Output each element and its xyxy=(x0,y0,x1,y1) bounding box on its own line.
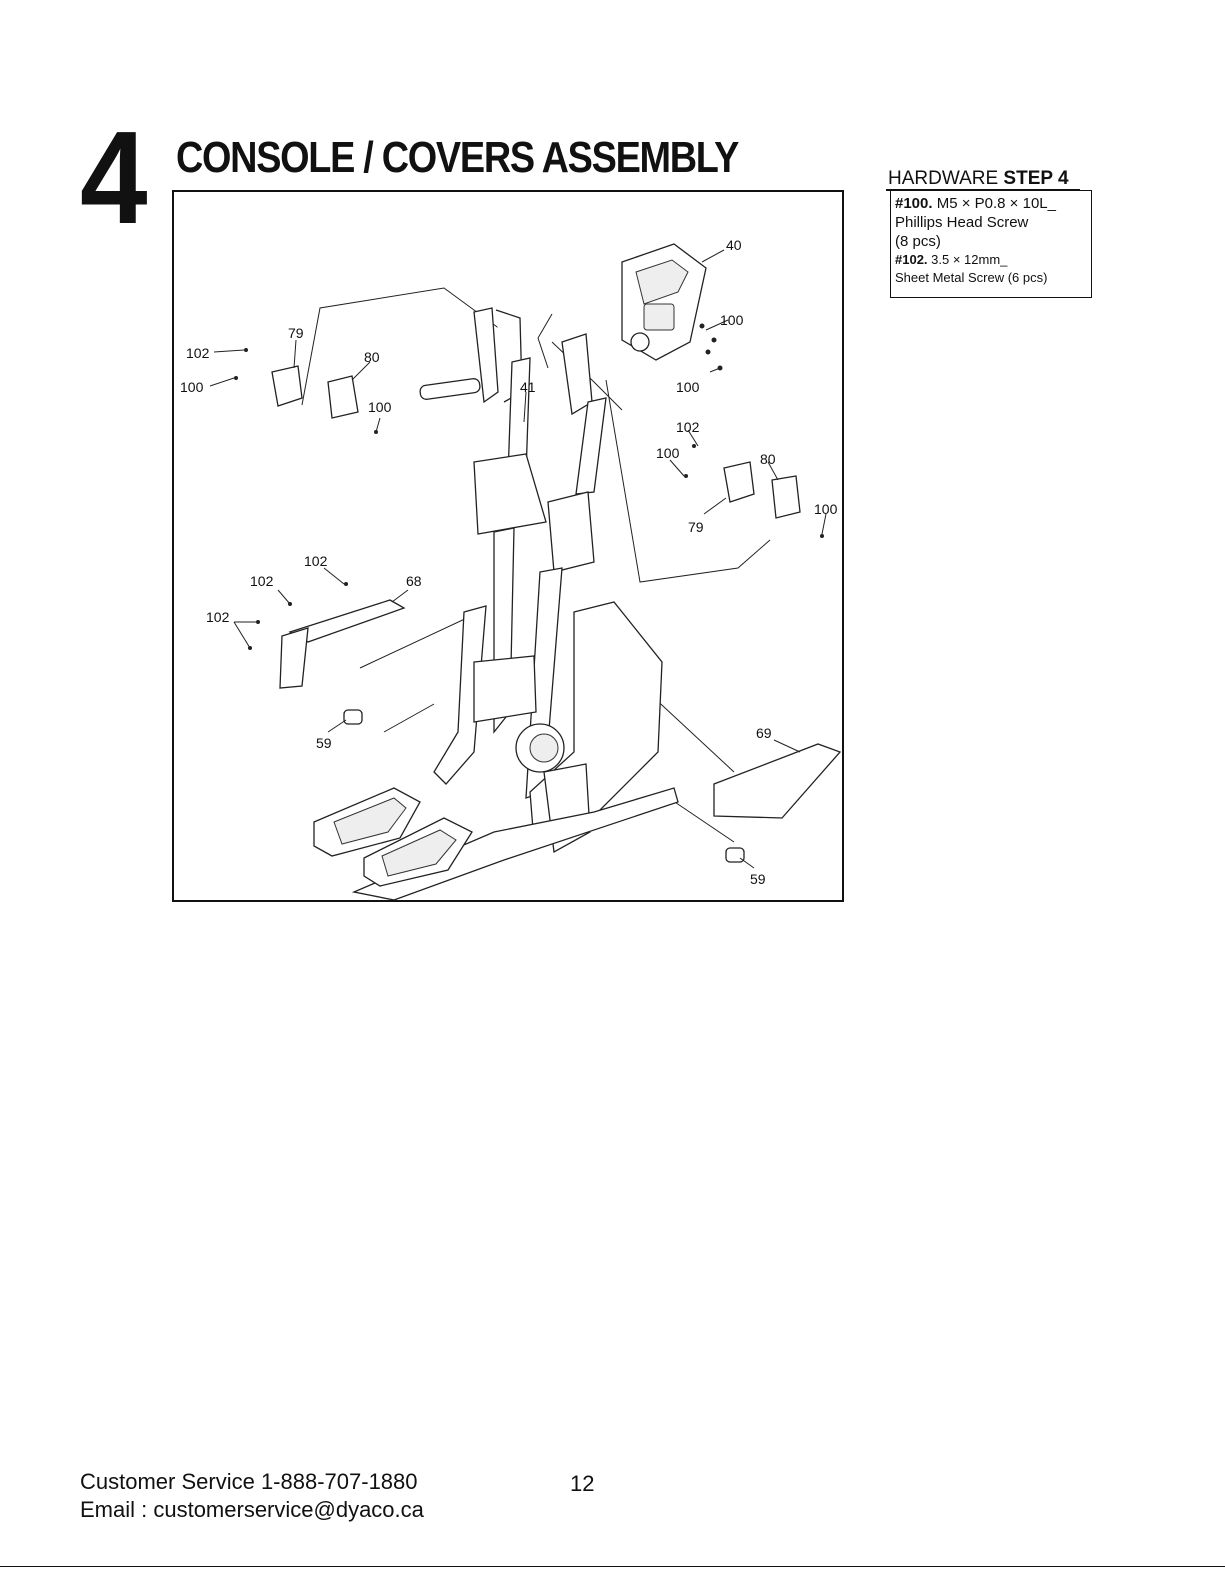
step-title: CONSOLE / COVERS ASSEMBLY xyxy=(176,136,738,180)
hardware-item-spec: 3.5 × 12mm_ xyxy=(928,252,1008,267)
cover-80-right xyxy=(772,476,800,518)
hardware-item-code: #102. xyxy=(895,252,928,267)
elliptical-line-drawing: 40 100 100 41 79 102 100 80 100 102 100 … xyxy=(174,192,842,900)
hardware-heading-step: STEP 4 xyxy=(1003,168,1068,189)
hardware-list: #100. M5 × P0.8 × 10L_ Phillips Head Scr… xyxy=(890,190,1092,298)
cap-59-left xyxy=(344,710,362,724)
cap-59-right xyxy=(726,848,744,862)
hardware-item-102: #102. 3.5 × 12mm_ Sheet Metal Screw (6 p… xyxy=(895,251,1087,287)
cover-69 xyxy=(714,744,840,818)
callout-102-right: 102 xyxy=(676,419,700,435)
callout-40: 40 xyxy=(726,237,742,253)
customer-service-phone: Customer Service 1-888-707-1880 xyxy=(80,1468,424,1496)
cover-79-left xyxy=(272,366,302,406)
footer-contact: Customer Service 1-888-707-1880 Email : … xyxy=(80,1468,424,1524)
callout-100-console-a: 100 xyxy=(720,312,744,328)
page-bottom-rule xyxy=(0,1566,1225,1567)
hardware-item-spec: M5 × P0.8 × 10L_ xyxy=(933,195,1056,212)
callout-102-middle: 102 xyxy=(250,573,274,589)
callout-59-right: 59 xyxy=(750,871,766,887)
hardware-item-code: #100. xyxy=(895,195,933,212)
hardware-item-qty: (8 pcs) xyxy=(895,233,941,250)
hardware-heading-label: HARDWARE xyxy=(888,168,1003,189)
callout-102-left: 102 xyxy=(186,345,210,361)
hardware-item-desc: Phillips Head Screw xyxy=(895,214,1028,231)
page-number: 12 xyxy=(570,1470,594,1498)
callout-80-right: 80 xyxy=(760,451,776,467)
callout-102-top: 102 xyxy=(304,553,328,569)
cover-68 xyxy=(280,600,404,688)
callout-100-right: 100 xyxy=(656,445,680,461)
hardware-heading: HARDWARE STEP 4 xyxy=(888,168,1069,190)
hardware-item-100: #100. M5 × P0.8 × 10L_ Phillips Head Scr… xyxy=(895,194,1087,251)
console xyxy=(622,244,723,371)
callout-80-left: 80 xyxy=(364,349,380,365)
hardware-item-desc: Sheet Metal Screw (6 pcs) xyxy=(895,270,1047,285)
callout-79-left: 79 xyxy=(288,325,304,341)
callout-102-bottom: 102 xyxy=(206,609,230,625)
callout-79-right: 79 xyxy=(688,519,704,535)
callout-100-console-b: 100 xyxy=(676,379,700,395)
step-number: 4 xyxy=(80,112,144,244)
customer-service-email: Email : customerservice@dyaco.ca xyxy=(80,1496,424,1524)
callout-100-left: 100 xyxy=(180,379,204,395)
callout-59-left: 59 xyxy=(316,735,332,751)
cover-79-right xyxy=(724,462,754,502)
exploded-assembly-diagram: 40 100 100 41 79 102 100 80 100 102 100 … xyxy=(172,190,844,902)
cover-80-left xyxy=(328,376,358,418)
callout-68: 68 xyxy=(406,573,422,589)
callout-100-right-cover: 100 xyxy=(814,501,838,517)
callout-100-left-cover: 100 xyxy=(368,399,392,415)
callout-69: 69 xyxy=(756,725,772,741)
callout-41: 41 xyxy=(520,379,536,395)
